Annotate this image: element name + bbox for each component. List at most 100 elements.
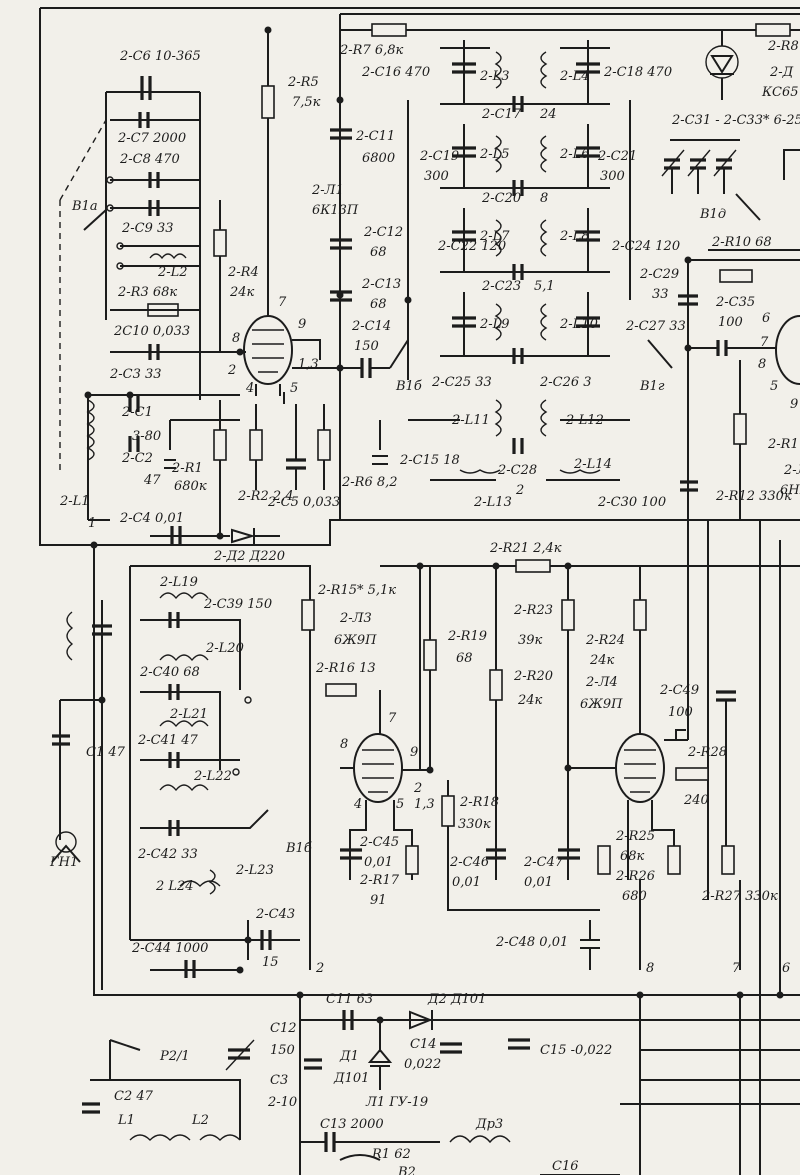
resistor-r-cathode	[317, 429, 331, 461]
label-r10: 2-R10 68	[711, 235, 772, 250]
label-r25a: 2-R25	[615, 829, 655, 844]
label-c1ant: C1 47	[86, 745, 126, 760]
label-c41: 2-C41 47	[137, 733, 199, 748]
label-r27: 2-R27 330к	[701, 889, 778, 904]
label-l7: 2-L7	[479, 229, 510, 244]
label-c9: 2-C9 33	[121, 221, 174, 236]
label-c47a: 2-C47	[523, 855, 564, 870]
label-c22: 2-C22 120	[437, 239, 506, 254]
label-gn1: ГН1	[49, 855, 78, 870]
power-amp-section	[82, 991, 800, 1175]
label-c44b: 15	[262, 955, 279, 970]
label-p5a: 5	[290, 381, 298, 396]
label-b1d: B1д	[699, 207, 726, 222]
bandpass-filter	[389, 40, 673, 380]
label-c19b: 300	[424, 169, 449, 184]
label-c3p: C3	[270, 1073, 288, 1088]
resistor-r15	[301, 599, 315, 631]
tube-6k13p	[236, 300, 321, 404]
label-l1: 2-L1	[59, 494, 90, 509]
label-l21: 2-L21	[169, 707, 208, 722]
label-r26b: 680	[622, 889, 647, 904]
resistor-r21	[515, 559, 551, 573]
label-c49a: 2-C49	[659, 683, 699, 698]
label-c49b: 100	[668, 705, 693, 720]
label-c12pv: 150	[270, 1043, 295, 1058]
label-r3: 2-R3 68к	[117, 285, 177, 300]
label-r20a: 2-R20	[513, 669, 553, 684]
label-p9b: 9	[790, 397, 798, 412]
label-l4: 2-L4	[559, 69, 590, 84]
label-c43: 2-C43	[255, 907, 295, 922]
label-l14: 2-L14	[573, 457, 612, 472]
label-b1v: B1г	[639, 379, 665, 394]
label-c15: 2-C15 18	[399, 453, 460, 468]
label-c28a: 2-C28	[497, 463, 537, 478]
label-l1tube: 2-Л1	[311, 183, 344, 198]
label-c39: 2-C39 150	[203, 597, 272, 612]
label-r25b: 68к	[620, 849, 645, 864]
tube-right-partial	[678, 249, 800, 520]
label-c2a: 2-C2	[121, 451, 153, 466]
label-p7b: 7	[760, 335, 769, 350]
label-c14pv: 0,022	[404, 1057, 441, 1072]
label-r19a: 2-R19	[447, 629, 487, 644]
resistor-r18	[441, 795, 455, 827]
label-c14a: 2-C14	[351, 319, 391, 334]
input-capacitor-bank	[59, 76, 240, 470]
resistor-r1	[213, 429, 227, 461]
label-b1b: B1б	[395, 379, 422, 394]
label-c24: 2-C24 120	[611, 239, 680, 254]
label-r20b: 24к	[517, 693, 543, 708]
label-c3: 2-C3 33	[109, 367, 162, 382]
label-c14p: C14	[410, 1037, 437, 1052]
label-l1coil: L1	[117, 1113, 135, 1128]
label-r24b: 24к	[589, 653, 615, 668]
label-c6: 2-C6 10-365	[119, 49, 201, 64]
label-c28b: 2	[515, 483, 524, 498]
resistor-r2	[249, 429, 263, 461]
label-tube3: 2-Л	[783, 463, 800, 478]
tube-l4-6zh9p	[558, 690, 741, 970]
resistor-r27	[721, 845, 735, 875]
resistor-r7	[371, 23, 407, 37]
label-c11a: 2-C11	[355, 129, 395, 144]
label-tube3t: 6Н2	[780, 483, 800, 498]
label-l12: 2-L12	[565, 413, 604, 428]
label-r12: 2-R12 330к	[715, 489, 792, 504]
resistor-r12	[733, 413, 747, 445]
label-c4: 2-C4 0,01	[119, 511, 184, 526]
junction-dots	[90, 256, 692, 704]
label-c26: 2-C26 3	[539, 375, 592, 390]
label-c15p: C15 -0,022	[540, 1043, 612, 1058]
label-l1type: 6К13П	[312, 203, 359, 218]
label-p6b: 6	[762, 311, 770, 326]
coupling-coils	[372, 399, 630, 481]
label-r21: 2-R21 2,4к	[489, 541, 562, 556]
label-c46a: 2-C46	[449, 855, 489, 870]
label-r1b: 680к	[174, 479, 207, 494]
label-r28b: 240	[683, 793, 709, 808]
label-c12a: 2-C12	[363, 225, 403, 240]
ht-bus	[261, 13, 800, 300]
label-r5b: 7,5к	[292, 95, 321, 110]
label-c12p: C12	[270, 1021, 297, 1036]
label-p9a: 9	[298, 317, 306, 332]
resistor-r16	[325, 683, 357, 697]
resistor-r5	[261, 85, 275, 119]
label-c2b: 47	[143, 473, 161, 488]
label-r18a: 2-R18	[459, 795, 499, 810]
label-r1a: 2-R1	[171, 461, 203, 476]
label-p5c: 5	[396, 797, 404, 812]
label-c45a: 2-C45	[359, 835, 399, 850]
label-p4c: 4	[353, 797, 362, 812]
label-d2: 2-Д2 Д220	[213, 549, 285, 564]
label-c10: 2C10 0,033	[113, 324, 190, 339]
label-c7: 2-C7 2000	[117, 131, 186, 146]
label-p13a: 1,3	[298, 357, 319, 372]
label-l5: 2-L5	[479, 147, 510, 162]
label-c14b: 150	[354, 339, 379, 354]
label-c21a: 2-C21	[597, 149, 637, 164]
resistor-r17	[405, 845, 419, 875]
